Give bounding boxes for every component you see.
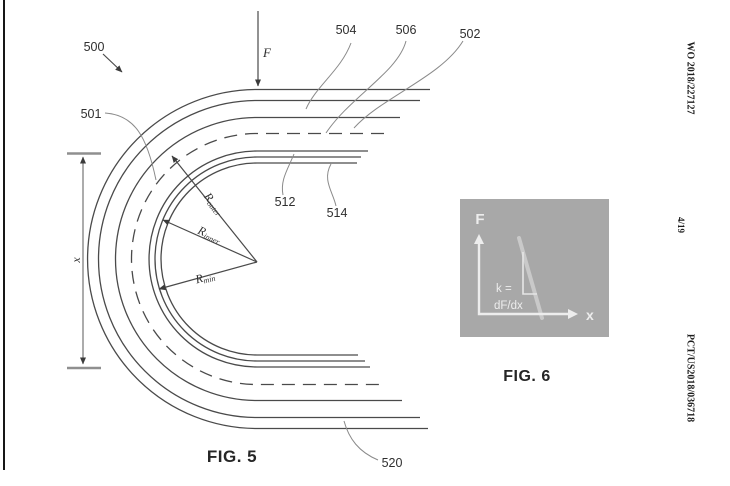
ref-506: 506	[396, 23, 417, 37]
ref-514: 514	[327, 206, 348, 220]
force-label: F	[262, 45, 272, 60]
page-edge-line	[3, 0, 5, 470]
force-arrow-group: F	[255, 11, 272, 87]
leader-504	[305, 42, 352, 110]
x-dimension-group: x	[67, 152, 101, 370]
fig6-axes	[477, 242, 570, 316]
radius-min-arrow	[158, 261, 258, 291]
sheet-index: 4/19	[676, 216, 686, 234]
dimension-label: x	[69, 257, 83, 264]
leader-520	[343, 420, 379, 461]
ref-501: 501	[81, 107, 102, 121]
leader-501	[104, 112, 157, 181]
flexure-line-outer-3	[114, 116, 402, 402]
flexure-line-outermost	[86, 88, 430, 430]
fig5-flexure-lines	[86, 88, 430, 430]
radius-min-label: Rmin	[193, 268, 217, 288]
flexure-line-outer-2	[97, 99, 420, 419]
radius-outer-arrow	[171, 155, 258, 263]
fig6-slope-eq-line1: k =	[496, 283, 512, 295]
leader-lines-group	[102, 40, 464, 461]
application-number: PCT/US2018/036718	[684, 333, 696, 423]
ref-520: 520	[382, 456, 403, 470]
fig5-caption: FIG. 5	[207, 447, 257, 466]
flexure-line-inner-1	[148, 150, 370, 368]
leader-500-arrow	[102, 53, 123, 73]
radius-inner-label: Rinner	[194, 223, 224, 247]
fig6-x-axis-label: x	[586, 307, 594, 323]
reference-numerals-group: 500 501 504 506 502 512 514 520	[81, 23, 481, 470]
leader-514	[327, 163, 337, 207]
flexure-line-innermost	[160, 162, 358, 356]
flexure-line-inner-2	[154, 156, 365, 362]
radius-outer-label: Router	[200, 189, 228, 219]
leader-506	[325, 40, 407, 134]
publication-number: WO 2018/227127	[684, 41, 696, 115]
fig6-slope-line	[517, 236, 544, 320]
ref-504: 504	[336, 23, 357, 37]
fig6-slope-eq-line2: dF/dx	[494, 300, 523, 312]
ref-502: 502	[460, 27, 481, 41]
fig6-inset: F x k = dF/dx	[460, 199, 609, 337]
ref-512: 512	[275, 195, 296, 209]
fig6-y-axis-label: F	[475, 211, 484, 228]
flexure-neutral-axis-dashed	[130, 132, 385, 386]
fig6-caption: FIG. 6	[503, 368, 550, 385]
radius-inner-arrow	[162, 219, 258, 263]
fig6-yaxis-arrowhead	[474, 234, 484, 244]
leader-502	[353, 40, 464, 129]
leader-512	[281, 153, 295, 196]
fig6-slope-triangle	[522, 252, 537, 295]
ref-500: 500	[84, 40, 105, 54]
fig6-xaxis-arrowhead	[568, 309, 578, 319]
